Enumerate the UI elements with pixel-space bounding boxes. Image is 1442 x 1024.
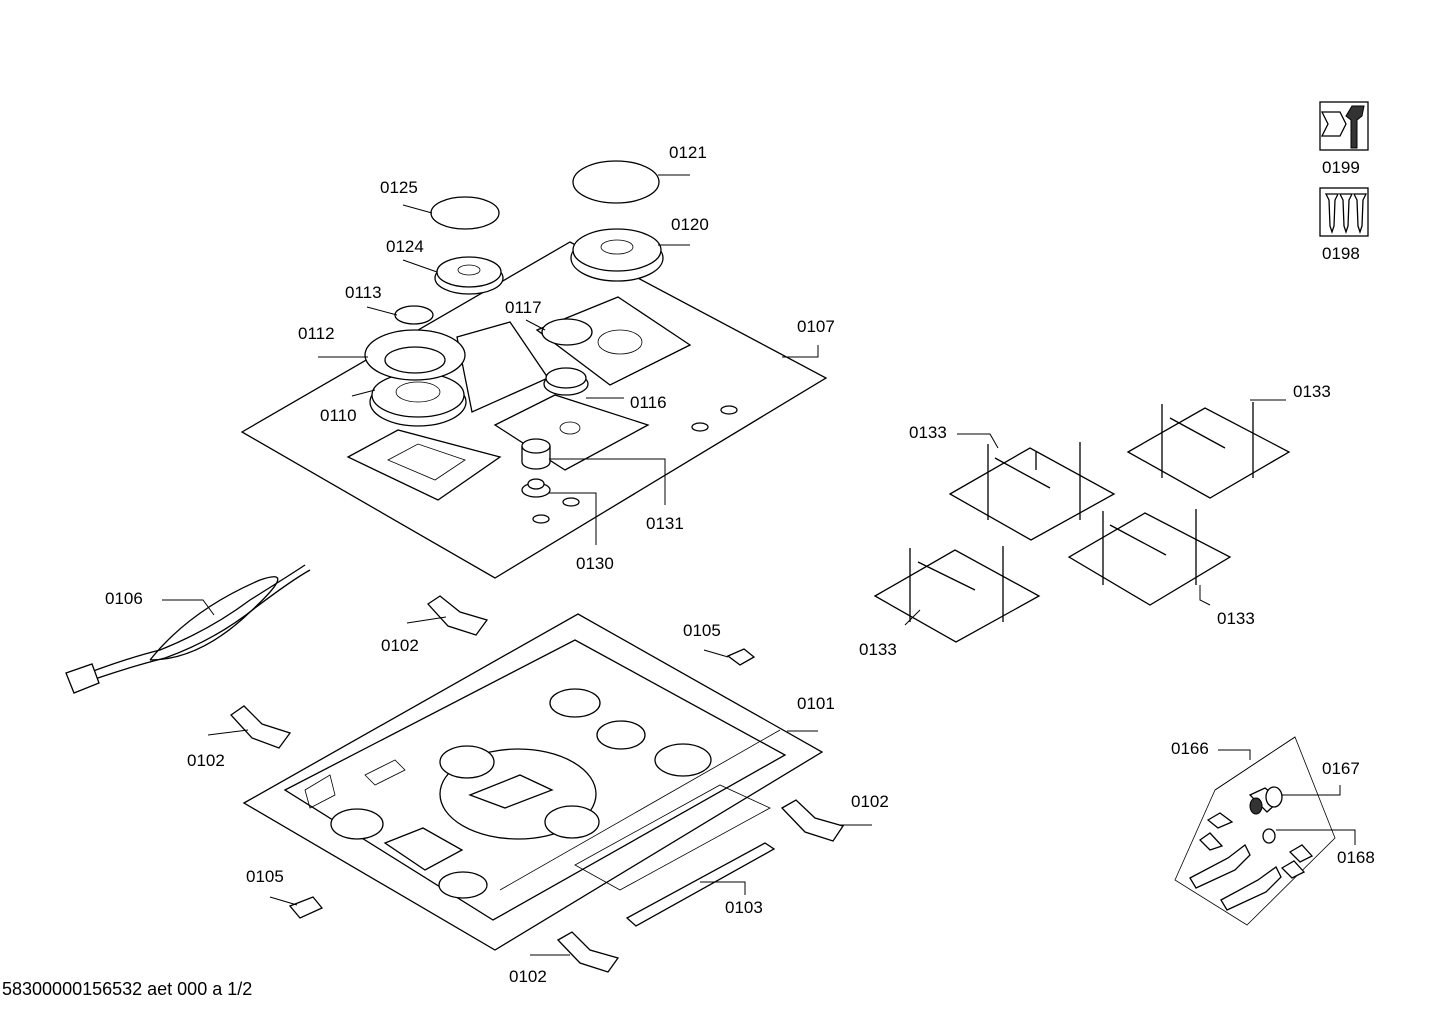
bottom-tray [242,613,824,951]
kit-bracket-1 [1189,844,1251,889]
label-0112: 0112 [298,324,335,343]
small-cap [394,305,434,325]
bracket-1 [427,595,489,636]
auxiliary-cap [541,318,593,346]
document-id: 58300000156532 aet 000 a 1/2 [2,979,253,999]
large-burner-head [570,228,664,282]
label-0101: 0101 [797,694,835,713]
medium-burner-head [434,256,504,295]
gas-elbow [1248,786,1283,815]
label-0133-d: 0133 [859,640,897,659]
label-0168: 0168 [1337,848,1375,867]
bracket-3 [780,799,845,842]
label-0124: 0124 [386,237,424,256]
leader-lines [162,174,1356,956]
label-0198: 0198 [1322,244,1360,263]
label-0105-bottom: 0105 [246,867,284,886]
wok-burner [364,329,467,427]
label-0107: 0107 [797,317,835,336]
label-0130: 0130 [576,554,614,573]
knob-bezel [521,478,551,498]
pan-support-4 [1067,509,1232,606]
label-0110: 0110 [320,406,357,425]
clip-2 [288,896,324,919]
label-0133-a: 0133 [909,423,947,442]
bracket-4 [556,931,620,973]
label-0199: 0199 [1322,158,1360,177]
label-0105-top: 0105 [683,621,721,640]
power-cable [65,564,311,694]
label-0117: 0117 [505,298,542,317]
part-labels: 0121 0125 0124 0120 0113 0117 0107 0112 … [105,143,1375,986]
pan-support-1 [948,442,1116,541]
washer [1262,828,1276,844]
label-0166: 0166 [1171,739,1209,758]
seal-strip [625,842,776,927]
bracket-2 [230,705,292,749]
medium-cap [430,196,500,230]
screw-4 [1280,860,1306,879]
pan-support-3 [873,546,1041,643]
pan-support-2 [1126,402,1291,499]
control-knob [521,438,551,470]
label-0113: 0113 [345,283,382,302]
wrench-nut-icon [1319,101,1369,151]
label-0102-bottom: 0102 [509,967,547,986]
label-0133-b: 0133 [1293,382,1331,401]
large-cap [572,160,660,204]
label-0103: 0103 [725,898,763,917]
label-0116: 0116 [630,393,667,412]
label-0133-c: 0133 [1217,609,1255,628]
clip-1 [726,648,756,666]
screws-icon [1319,187,1369,237]
kit-bracket-2 [1220,866,1282,911]
label-0106: 0106 [105,589,143,608]
label-0131: 0131 [646,514,684,533]
label-0121: 0121 [669,143,707,162]
cooktop-plate [240,241,828,579]
auxiliary-burner-head [543,367,589,396]
accessory-kit [1174,736,1336,926]
label-0102-left: 0102 [187,751,225,770]
screw-2 [1198,832,1224,851]
screw-1 [1206,812,1234,829]
label-0125: 0125 [380,178,418,197]
label-0102-top: 0102 [381,636,419,655]
label-0102-right: 0102 [851,792,889,811]
label-0120: 0120 [671,215,709,234]
label-0167: 0167 [1322,759,1360,778]
screw-3 [1288,844,1314,863]
